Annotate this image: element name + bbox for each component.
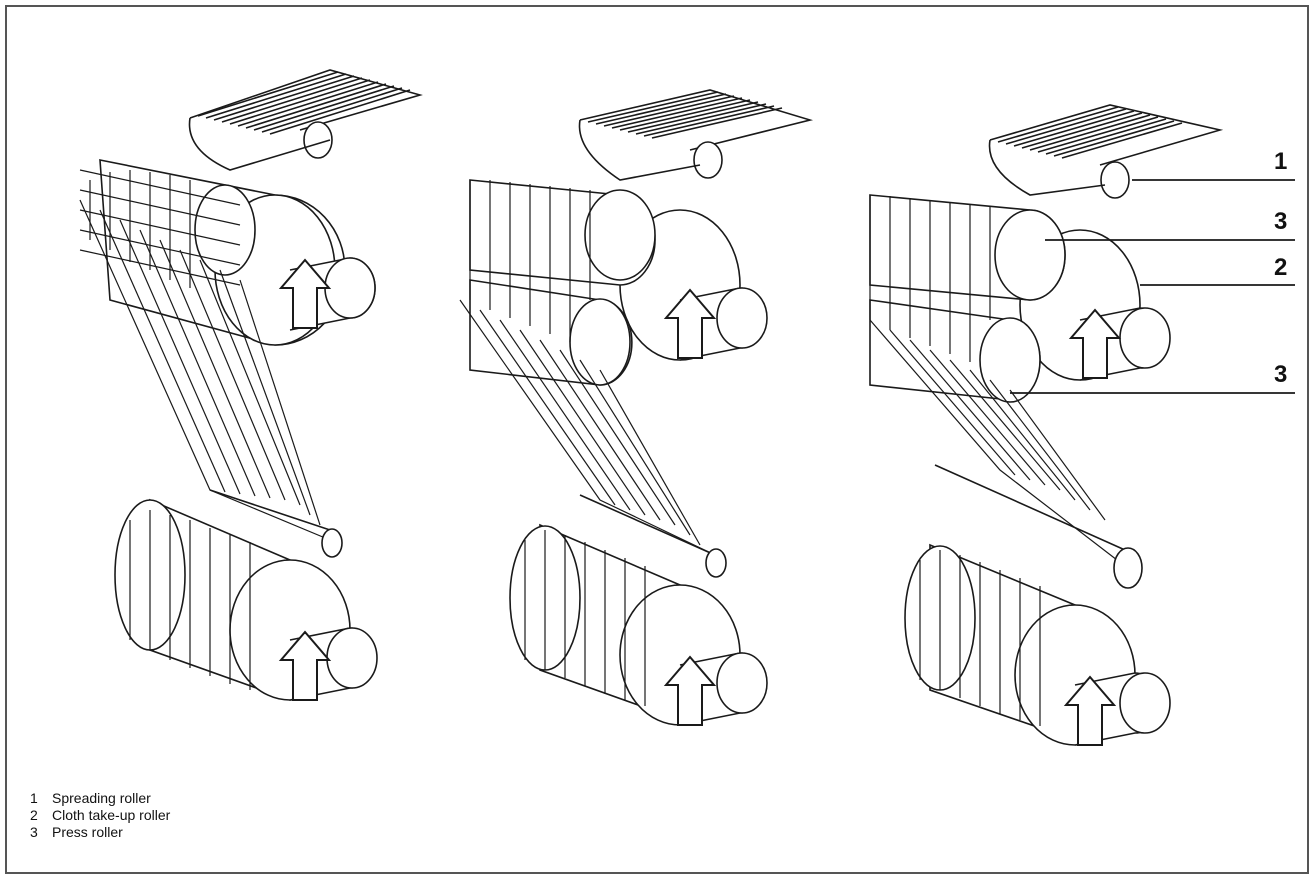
assembly-right: [870, 105, 1220, 745]
warp-sheet-right: [990, 105, 1220, 165]
legend-number: 2: [30, 807, 42, 824]
callout-press-roller-bottom: 3: [1274, 363, 1287, 387]
legend: 1 Spreading roller 2 Cloth take-up rolle…: [30, 790, 170, 841]
press-roller-right-top: [995, 210, 1065, 300]
legend-label: Press roller: [52, 824, 123, 841]
assembly-left: [80, 70, 420, 700]
press-roller-middle-top: [585, 190, 655, 280]
legend-item: 1 Spreading roller: [30, 790, 170, 807]
press-roller-middle-bottom: [570, 299, 630, 385]
legend-label: Cloth take-up roller: [52, 807, 170, 824]
legend-item: 2 Cloth take-up roller: [30, 807, 170, 824]
legend-label: Spreading roller: [52, 790, 151, 807]
callout-spreading-roller: 1: [1274, 150, 1287, 174]
callout-cloth-take-up-roller: 2: [1274, 256, 1287, 280]
legend-number: 3: [30, 824, 42, 841]
callout-press-roller-top: 3: [1274, 210, 1287, 234]
warp-sheet-left: [190, 70, 420, 134]
spreading-roller-right: [1101, 162, 1129, 198]
assembly-middle: [460, 90, 810, 725]
press-roller-right-bottom: [980, 318, 1040, 402]
legend-item: 3 Press roller: [30, 824, 170, 841]
warp-sheet-middle: [580, 90, 810, 150]
spreading-roller-middle: [694, 142, 722, 178]
legend-number: 1: [30, 790, 42, 807]
